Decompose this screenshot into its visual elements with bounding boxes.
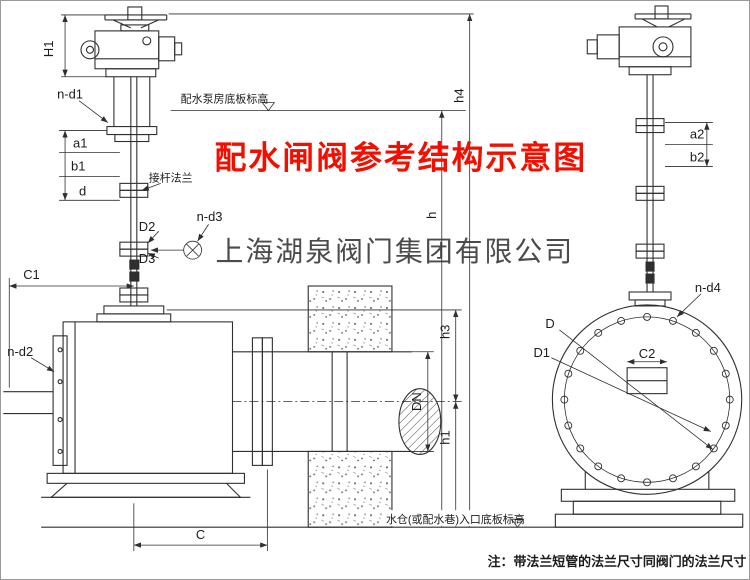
dim-label-D: D: [545, 316, 554, 331]
dim-label-C2: C2: [639, 346, 656, 361]
footnote: 注：带法兰短管的法兰尺寸同阀门的法兰尺寸: [488, 554, 747, 569]
dim-label-C: C: [196, 527, 205, 542]
label-pump-house-floor: 配水泵房底板标高: [181, 92, 269, 106]
dim-label-h: h: [424, 212, 439, 219]
dim-label-d: d: [79, 183, 86, 198]
dim-label-h1: h1: [438, 430, 453, 444]
right-view: [551, 5, 744, 528]
company-watermark: 上海湖泉阀门集团有限公司: [216, 236, 575, 267]
drawing-title: 配水闸阀参考结构示意图: [215, 139, 588, 175]
dim-label-b1: b1: [71, 158, 85, 173]
dim-label-a1: a1: [73, 135, 87, 150]
bolt-holes: [560, 312, 734, 487]
dim-label-h4: h4: [452, 88, 467, 102]
left-actuator-icon: [80, 6, 183, 143]
left-valve-body: [3, 305, 251, 498]
dimension-lines: [8, 13, 714, 552]
label-sump-floor: 水仓(或配水巷)入口底板标高: [386, 512, 525, 526]
dim-label-n-d1: n-d1: [57, 87, 83, 102]
dim-label-n-d3: n-d3: [197, 209, 223, 224]
valve-disc-front: [551, 304, 744, 528]
dim-label-D1: D1: [533, 345, 550, 360]
dim-label-H1: H1: [41, 41, 56, 58]
elevation-mark-icon: [510, 518, 525, 528]
dim-label-n-d4: n-d4: [695, 280, 721, 295]
dim-label-n-d2: n-d2: [7, 344, 33, 359]
right-actuator-icon: [586, 5, 692, 76]
dim-label-C1: C1: [23, 267, 40, 282]
dim-label-DN: DN: [409, 392, 424, 411]
dim-label-h3: h3: [438, 325, 453, 339]
dim-label-a2: a2: [690, 127, 704, 142]
elevation-mark-icon: [261, 102, 276, 112]
dim-label-D2: D2: [139, 219, 156, 234]
dim-label-b2: b2: [690, 149, 704, 164]
right-stem: [628, 74, 672, 307]
text-labels: 配水闸阀参考结构示意图 上海湖泉阀门集团有限公司 注：带法兰短管的法兰尺寸同阀门…: [7, 41, 746, 569]
dim-label-D3: D3: [139, 251, 156, 266]
left-stem: [119, 76, 149, 306]
ground-line: [41, 510, 743, 528]
label-stem-flange: 接杆法兰: [149, 170, 193, 184]
